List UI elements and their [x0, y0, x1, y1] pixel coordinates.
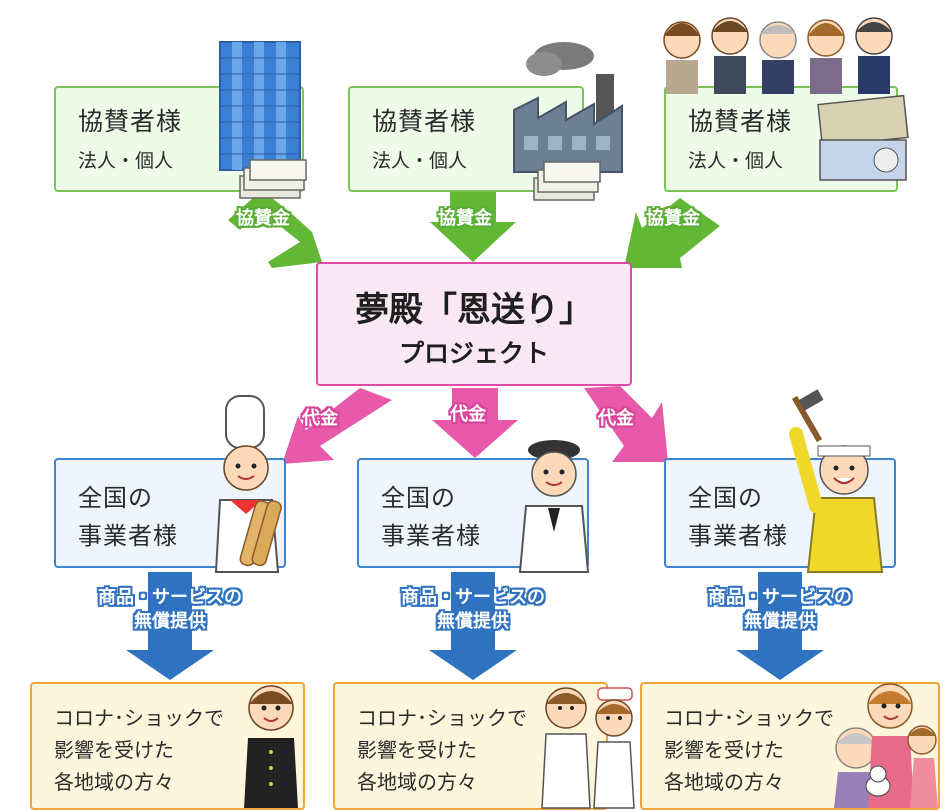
- carpenter-icon: [789, 389, 884, 573]
- sponsor-subtitle: 法人・個人: [688, 150, 784, 172]
- business-line2: 事業者様: [381, 522, 481, 550]
- sponsor-title: 協賛者様: [78, 107, 183, 136]
- business-line2: 事業者様: [688, 522, 788, 550]
- service-label-line1: 商品・サービスの: [708, 587, 852, 608]
- project-subtitle: プロジェクト: [398, 339, 549, 368]
- recipient-line3: 各地域の方々: [54, 770, 174, 794]
- service-label-line2: 無償提供: [744, 611, 816, 632]
- service-label: 商品・サービスの 無償提供: [363, 586, 583, 634]
- service-label-line2: 無償提供: [134, 611, 206, 632]
- green-arrow-left: [228, 190, 322, 268]
- blue-arrow-right: [736, 572, 824, 680]
- student-icon: [244, 685, 298, 808]
- recipient-line2: 影響を受けた: [357, 738, 477, 762]
- service-label-line2: 無償提供: [437, 611, 509, 632]
- recipient-line1: コロナ･ショックで: [664, 706, 834, 730]
- service-label: 商品・サービスの 無償提供: [670, 586, 890, 634]
- shop-staff-icon: [518, 440, 590, 573]
- business-line2: 事業者様: [78, 522, 178, 550]
- payment-label: 代金: [598, 408, 634, 429]
- chef-icon: [214, 395, 282, 573]
- recipient-line2: 影響を受けた: [664, 738, 784, 762]
- recipient-line2: 影響を受けた: [54, 738, 174, 762]
- blue-arrow-middle: [429, 572, 517, 680]
- sponsor-subtitle: 法人・個人: [372, 150, 468, 172]
- factory-icon: [513, 42, 623, 201]
- pink-arrow-middle: [432, 388, 518, 458]
- project-title: 夢殿「恩送り」: [355, 290, 593, 330]
- sponsor-box-2: 協賛者様 法人・個人: [348, 86, 584, 192]
- family-icon: [834, 683, 938, 808]
- medical-staff-icon: [541, 687, 635, 809]
- recipient-line1: コロナ･ショックで: [54, 706, 224, 730]
- pink-arrow-right: [584, 386, 668, 462]
- pink-arrow-left: [282, 388, 392, 464]
- sponsor-subtitle: 法人・個人: [78, 150, 174, 172]
- green-arrow-middle: [430, 190, 516, 262]
- payment-label: 代金: [302, 408, 338, 429]
- service-label-line1: 商品・サービスの: [98, 587, 242, 608]
- blue-arrow-left: [126, 572, 214, 680]
- sponsor-arrow-label: 協賛金: [236, 208, 290, 229]
- recipient-line3: 各地域の方々: [664, 770, 784, 794]
- people-group-icon: [663, 17, 893, 94]
- sponsor-arrow-label: 協賛金: [646, 208, 700, 229]
- recipient-line1: コロナ･ショックで: [357, 706, 527, 730]
- recipient-line3: 各地域の方々: [357, 770, 477, 794]
- service-label: 商品・サービスの 無償提供: [60, 586, 280, 634]
- sponsor-arrow-label: 協賛金: [438, 208, 492, 229]
- green-arrow-right: [624, 198, 720, 268]
- service-label-line1: 商品・サービスの: [401, 587, 545, 608]
- office-building-icon: [219, 41, 307, 199]
- banknotes-icon: [817, 94, 909, 181]
- sponsor-title: 協賛者様: [372, 107, 477, 136]
- business-line1: 全国の: [78, 484, 153, 512]
- sponsor-title: 協賛者様: [688, 107, 793, 136]
- business-line1: 全国の: [688, 484, 763, 512]
- project-box: 夢殿「恩送り」 プロジェクト: [316, 262, 632, 386]
- payment-label: 代金: [450, 404, 486, 425]
- business-line1: 全国の: [381, 484, 456, 512]
